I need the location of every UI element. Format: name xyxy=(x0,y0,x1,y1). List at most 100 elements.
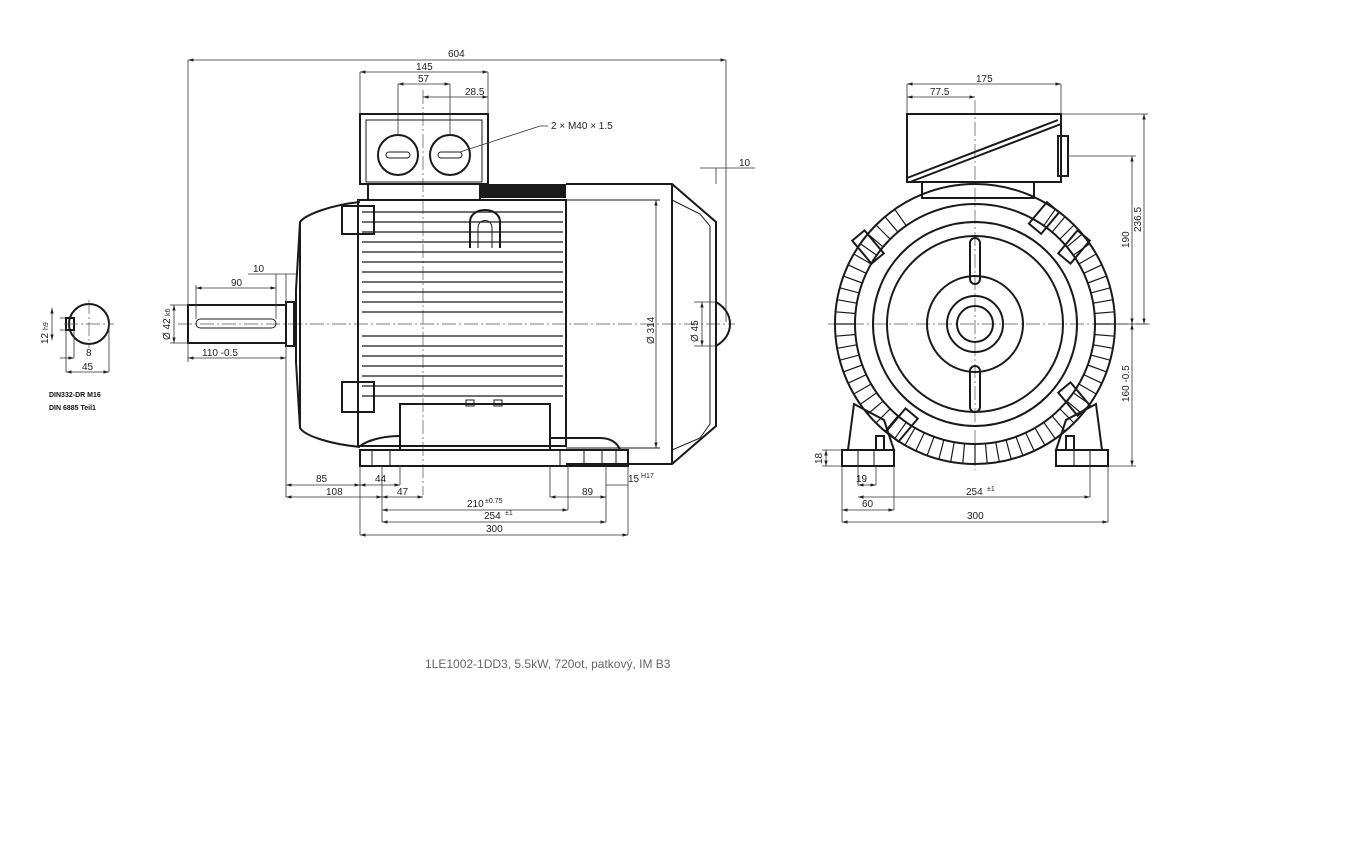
cooling-fin xyxy=(1083,264,1103,274)
cooling-fin xyxy=(1066,233,1083,248)
cooling-fin xyxy=(1043,208,1056,227)
dim-key-tolerance: h9 xyxy=(43,322,50,330)
cooling-fin xyxy=(1078,383,1097,395)
dim-front-254: 254 xyxy=(966,487,983,498)
cable-gland-1 xyxy=(377,134,419,176)
cooling-fin xyxy=(884,216,899,233)
dim-key-length: 90 xyxy=(231,278,243,289)
dim-frame-diameter: Ø 314 xyxy=(646,316,657,344)
cooling-fin xyxy=(843,275,863,284)
cooling-fin xyxy=(962,443,966,464)
dim-210-tol: ±0.75 xyxy=(485,498,503,505)
dim-89: 89 xyxy=(582,487,594,498)
dim-key-offset: 10 xyxy=(253,264,265,275)
cooling-fin xyxy=(995,442,1000,463)
cooling-fin xyxy=(1094,311,1115,315)
cooling-fin xyxy=(1093,344,1114,349)
cooling-fin xyxy=(1090,287,1111,294)
cooling-fin xyxy=(875,224,891,240)
cooling-fin xyxy=(915,432,925,452)
dim-front-60: 60 xyxy=(862,499,874,510)
dim-front-300: 300 xyxy=(967,511,984,522)
dim-shaft-tolerance: k6 xyxy=(165,309,172,317)
cooling-fin xyxy=(1034,427,1046,446)
drawing-caption: 1LE1002-1DD3, 5.5kW, 720ot, patkový, IM … xyxy=(425,657,671,671)
cooling-fin xyxy=(859,243,878,256)
standard-key: DIN 6885 Teil1 xyxy=(49,405,96,412)
cooling-fin xyxy=(859,392,878,405)
lifting-eye xyxy=(469,209,501,248)
cooling-fin xyxy=(1043,421,1056,440)
cooling-fin xyxy=(926,436,935,456)
dim-front-19: 19 xyxy=(856,474,868,485)
dim-front-175: 175 xyxy=(976,74,993,85)
cooling-fin xyxy=(835,311,856,315)
cooling-fin xyxy=(853,383,872,395)
fan-cover-face xyxy=(872,221,1078,427)
dim-gland-spacing: 57 xyxy=(418,74,430,85)
cooling-fin xyxy=(847,264,867,274)
cooling-fin xyxy=(938,439,945,460)
right-foot xyxy=(1055,449,1109,467)
cooling-fin xyxy=(839,287,860,294)
cooling-fin xyxy=(894,421,907,440)
dim-front-254-tol: ±1 xyxy=(987,486,995,493)
dim-overall-length: 604 xyxy=(448,49,465,60)
cooling-fin xyxy=(843,364,863,373)
cooling-fin xyxy=(1059,224,1075,240)
dim-front-190: 190 xyxy=(1121,231,1132,248)
dim-key-width: 12 xyxy=(40,332,51,344)
cooling-fin xyxy=(875,408,891,424)
dim-foot-height: 18 xyxy=(814,452,825,464)
cooling-fin xyxy=(1015,436,1024,456)
cooling-fin xyxy=(839,354,860,361)
cooling-fin xyxy=(894,208,907,227)
fan-cover xyxy=(566,183,717,465)
dim-300-side: 300 xyxy=(486,524,503,535)
cooling-fin xyxy=(984,443,988,464)
cooling-fin xyxy=(835,333,856,337)
cooling-fin xyxy=(1005,439,1012,460)
cooling-fin xyxy=(1087,364,1107,373)
side-view-drawing xyxy=(170,58,755,537)
end-shield xyxy=(295,201,361,448)
cooling-fin xyxy=(847,374,867,384)
terminal-box-base xyxy=(480,184,566,198)
dim-shaft-diameter: Ø 42 xyxy=(162,318,173,340)
cooling-fin xyxy=(1025,432,1035,452)
cooling-fin xyxy=(1093,299,1114,304)
fin-ring xyxy=(835,208,1115,464)
dim-15-tol: H17 xyxy=(641,473,654,480)
dim-44: 44 xyxy=(375,474,387,485)
base-plate xyxy=(359,449,629,467)
cooling-fin xyxy=(1083,374,1103,384)
shaft-end xyxy=(956,305,994,343)
dim-fan-hub-diameter: Ø 45 xyxy=(690,320,701,342)
dim-front-77-5: 77.5 xyxy=(930,87,950,98)
standard-center-hole: DIN332-DR M16 xyxy=(49,392,101,399)
thread-note: 2 × M40 × 1.5 xyxy=(551,121,613,132)
key-slot xyxy=(195,318,277,329)
cooling-fin xyxy=(1094,333,1115,337)
shaft-cross-section xyxy=(50,300,114,374)
dim-85: 85 xyxy=(316,474,328,485)
dim-shaft-height: 160 -0.5 xyxy=(1121,365,1132,402)
cooling-fin xyxy=(1087,275,1107,284)
dim-254-side: 254 xyxy=(484,511,501,522)
dim-254-side-tol: ±1 xyxy=(505,510,513,517)
dim-shaft-section-45: 45 xyxy=(82,362,94,373)
dim-terminal-box-width: 145 xyxy=(416,62,433,73)
dim-108: 108 xyxy=(326,487,343,498)
dim-front-236-5: 236.5 xyxy=(1133,207,1144,232)
cooling-fin xyxy=(836,344,857,349)
cooling-fin xyxy=(904,427,916,446)
cooling-fin xyxy=(1090,354,1111,361)
left-foot xyxy=(841,449,895,467)
cooling-fins xyxy=(362,211,563,397)
cooling-fin xyxy=(950,442,955,463)
front-view-drawing xyxy=(822,82,1150,524)
cooling-fin xyxy=(853,253,872,265)
dim-fan-cover-offset: 10 xyxy=(739,158,751,169)
dim-shaft-length: 110 -0.5 xyxy=(202,348,238,359)
